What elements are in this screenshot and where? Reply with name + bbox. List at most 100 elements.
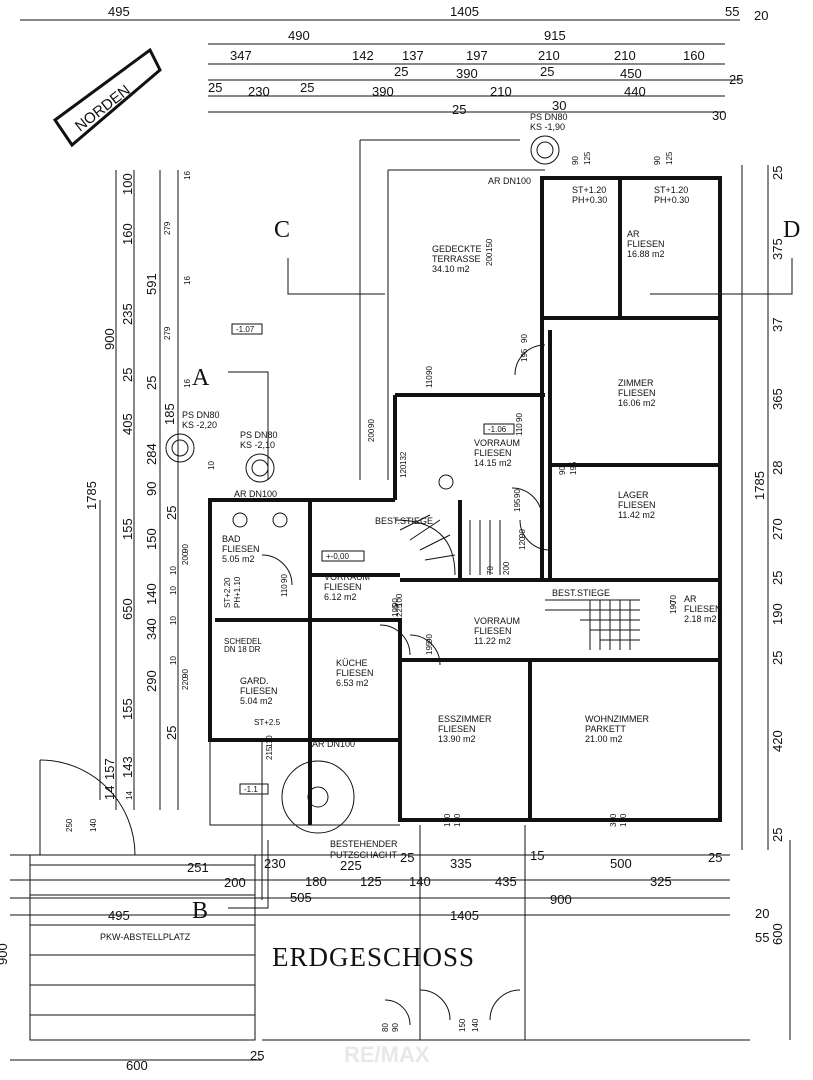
opening-label: 90	[367, 419, 376, 428]
svg-text:FLIESEN: FLIESEN	[222, 544, 260, 554]
dim-bottom-500: 500	[610, 856, 632, 871]
fixtures	[165, 135, 560, 834]
dim-right-1785: 1785	[752, 471, 767, 500]
svg-text:KÜCHE: KÜCHE	[336, 658, 368, 668]
dim-left-100: 100	[120, 173, 135, 195]
svg-text:FLIESEN: FLIESEN	[240, 686, 278, 696]
dim-left-14b: 14	[125, 791, 134, 800]
dim-right-365: 365	[770, 388, 785, 410]
staircase-2	[545, 599, 640, 650]
opening-label: 140	[89, 818, 98, 832]
svg-text:FLIESEN: FLIESEN	[474, 448, 512, 458]
opening-label: 90	[515, 413, 524, 422]
dim-bottom-left-900: 900	[0, 943, 10, 965]
dim-left-25d: 25	[164, 726, 179, 740]
st-220: ST+2.20	[223, 577, 232, 608]
dim-bottom-230: 230	[264, 856, 286, 871]
svg-text:16.06 m2: 16.06 m2	[618, 398, 656, 408]
svg-text:AR: AR	[684, 594, 697, 604]
level-000: +-0,00	[326, 552, 349, 561]
lower-outline	[262, 825, 750, 1041]
dim-bottom-335: 335	[450, 856, 472, 871]
svg-text:FLIESEN: FLIESEN	[684, 604, 722, 614]
dim-left-160: 160	[120, 223, 135, 245]
dim-top-347: 347	[230, 48, 252, 63]
dim-top-490: 490	[288, 28, 310, 43]
opening-label: 120	[619, 813, 628, 827]
svg-text:GARD.: GARD.	[240, 676, 269, 686]
dim-left-279a: 279	[163, 221, 172, 235]
opening-label: 150	[458, 1018, 467, 1032]
dim-bottom-225: 225	[340, 858, 362, 873]
svg-text:FLIESEN: FLIESEN	[618, 388, 656, 398]
ph-030-b: PH+0.30	[654, 195, 689, 205]
opening-label: 200	[502, 561, 511, 575]
opening-label: 150	[485, 238, 494, 252]
dim-top-25d: 25	[208, 80, 222, 95]
dim-left-284: 284	[144, 443, 159, 465]
svg-text:FLIESEN: FLIESEN	[627, 239, 665, 249]
dim-right-55: 55	[755, 930, 769, 945]
carport: PKW-ABSTELLPLATZ	[29, 854, 256, 1041]
dim-left-650: 650	[120, 598, 135, 620]
ar-dn100-1: AR DN100	[488, 176, 531, 186]
opening-label: 90	[518, 529, 527, 538]
svg-text:5.05 m2: 5.05 m2	[222, 554, 255, 564]
dim-left-90: 90	[144, 482, 159, 496]
svg-text:11.42 m2: 11.42 m2	[618, 510, 655, 520]
dim-left-157: 157	[102, 758, 117, 780]
opening-label: 190	[669, 600, 678, 614]
dim-right-600: 600	[770, 923, 785, 945]
dim-top-25c: 25	[729, 72, 743, 87]
dim-left-155b: 155	[120, 698, 135, 720]
level-11: -1.1	[244, 785, 258, 794]
opening-label: 195	[391, 603, 400, 617]
level-106: -1.06	[488, 425, 507, 434]
dim-right-375: 375	[770, 238, 785, 260]
opening-label: 90	[280, 574, 289, 583]
dim-right-25d: 25	[770, 828, 785, 842]
svg-text:GEDECKTE: GEDECKTE	[432, 244, 482, 254]
opening-label: 120	[518, 536, 527, 550]
opening-label: 90	[181, 669, 190, 678]
ps-label-2: PS DN80	[182, 410, 220, 420]
st-120-a: ST+1.20	[572, 185, 606, 195]
svg-text:21.00 m2: 21.00 m2	[585, 734, 623, 744]
dim-left-16c: 16	[183, 379, 192, 388]
dim-bottom-125: 125	[360, 874, 382, 889]
dim-top-390b: 390	[372, 84, 394, 99]
opening-label: 90	[571, 156, 580, 165]
dim-top-210a: 210	[538, 48, 560, 63]
svg-text:34.10 m2: 34.10 m2	[432, 264, 470, 274]
opening-label: 140	[471, 1018, 480, 1032]
dim-top-495: 495	[108, 4, 130, 19]
dim-left-16b: 16	[183, 276, 192, 285]
opening-label: 195	[569, 461, 578, 475]
dim-bottom-900: 900	[550, 892, 572, 907]
dim-right-25a: 25	[770, 166, 785, 180]
dim-left-405: 405	[120, 413, 135, 435]
svg-text:AR: AR	[627, 229, 640, 239]
dim-left-235: 235	[120, 303, 135, 325]
dim-bottom-505: 505	[290, 890, 312, 905]
dim-top-390: 390	[456, 66, 478, 81]
dim-top-25e: 25	[300, 80, 314, 95]
opening-label: 200	[485, 252, 494, 266]
dim-bottom-1405: 1405	[450, 908, 479, 923]
ar-dn100-2: AR DN100	[234, 489, 277, 499]
dim-top-25a: 25	[394, 64, 408, 79]
opening-label: 110	[425, 375, 434, 388]
opening-label: 90	[391, 598, 400, 607]
opening-label: 90	[425, 366, 434, 375]
dim-left-10b: 10	[169, 566, 178, 575]
svg-text:ZIMMER: ZIMMER	[618, 378, 654, 388]
ps-label-3: PS DN80	[240, 430, 278, 440]
dim-bottom-495: 495	[108, 908, 130, 923]
svg-text:13.90 m2: 13.90 m2	[438, 734, 476, 744]
dim-left-155a: 155	[120, 518, 135, 540]
carport-label: PKW-ABSTELLPLATZ	[100, 932, 191, 942]
dim-left-25c: 25	[164, 506, 179, 520]
opening-label: 220	[181, 676, 190, 690]
